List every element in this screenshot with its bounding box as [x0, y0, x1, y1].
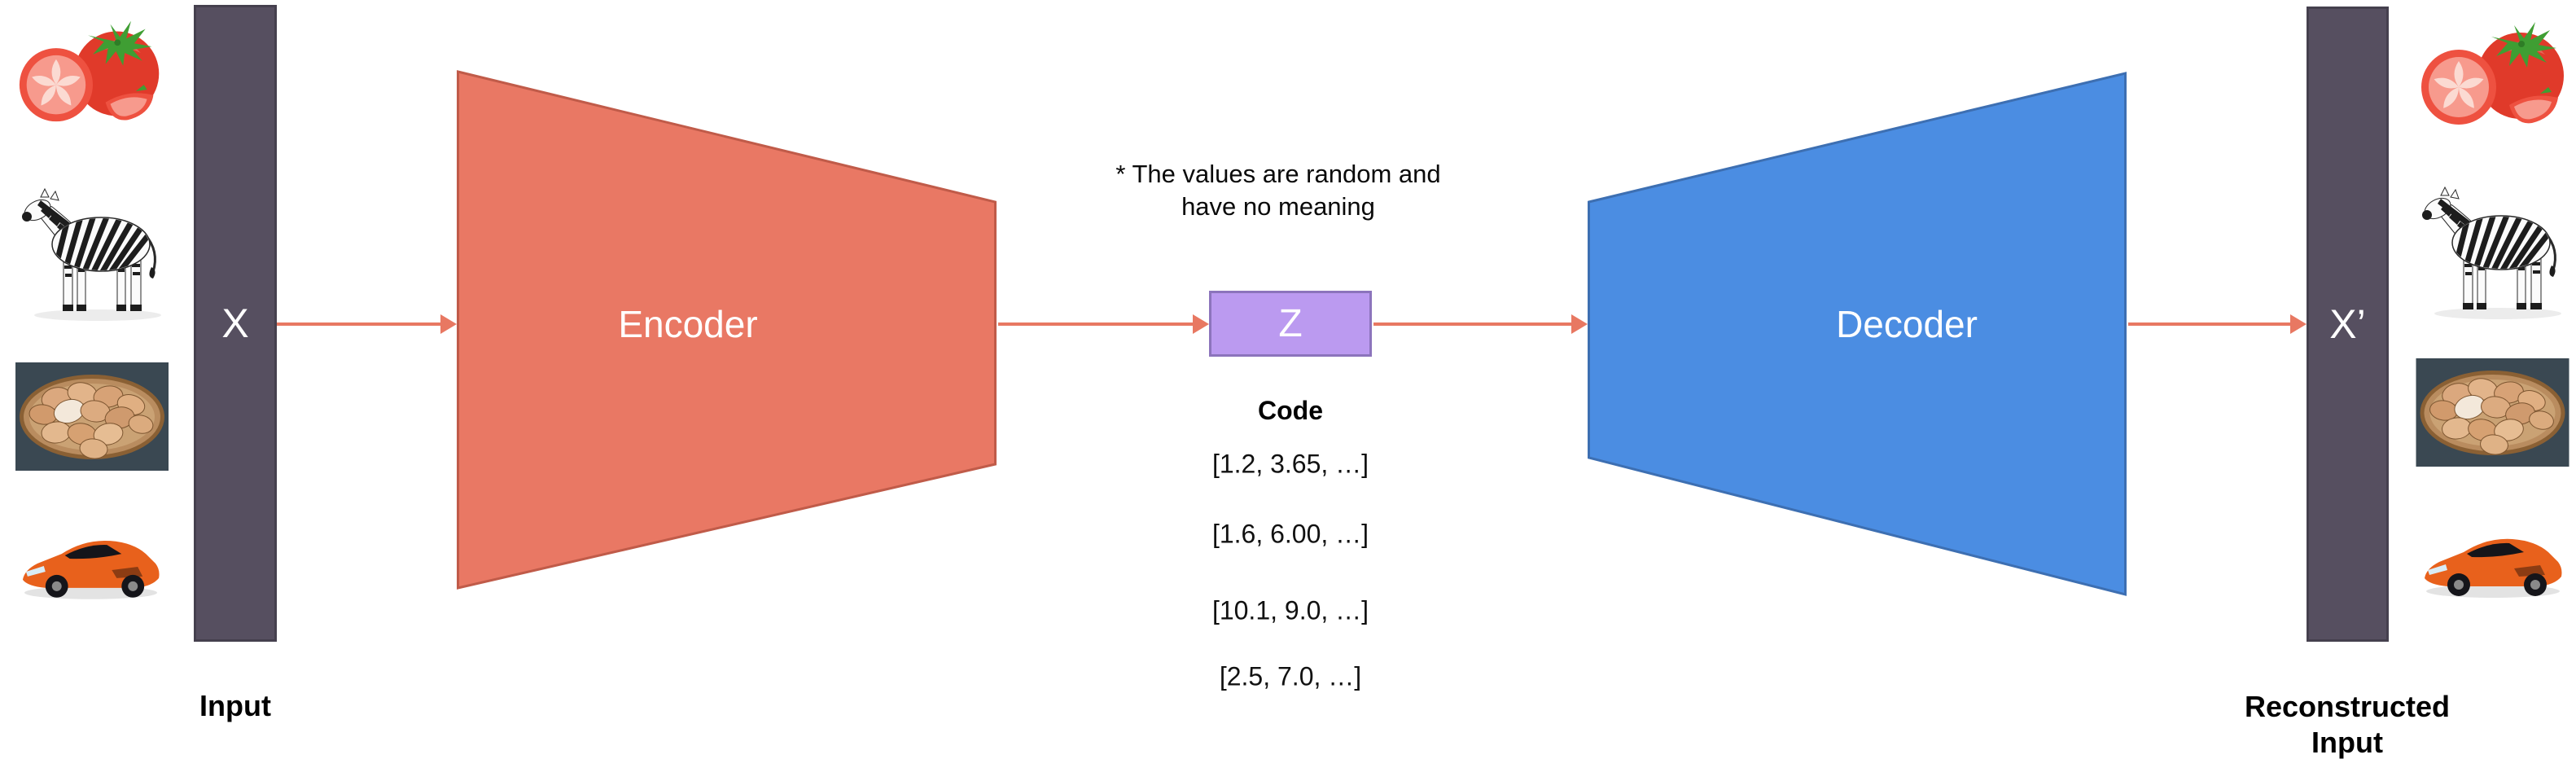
code-note: * The values are random and have no mean…	[1115, 158, 1440, 223]
input-image-zebra	[16, 187, 171, 324]
output-image-tomatoes	[2418, 14, 2573, 132]
arrow-encoder-to-code	[998, 314, 1209, 334]
input-symbol: X	[221, 301, 249, 346]
decoder-shape	[1588, 72, 2127, 596]
decoder-label: Decoder	[1836, 303, 1978, 345]
code-caption: Code	[1258, 396, 1323, 425]
input-image-eggs	[15, 362, 169, 471]
code-value-2: [1.6, 6.00, …]	[1211, 519, 1369, 549]
output-image-eggs	[2414, 358, 2571, 467]
arrow-head-icon	[440, 314, 457, 334]
encoder-shape	[457, 70, 997, 590]
code-value-4: [2.5, 7.0, …]	[1219, 661, 1362, 691]
input-image-sports-car	[15, 524, 167, 603]
arrow-shaft	[277, 322, 444, 326]
arrow-shaft	[2128, 322, 2293, 326]
code-note-line2: have no meaning	[1181, 192, 1375, 221]
code-note-line1: * The values are random and	[1115, 160, 1441, 188]
arrow-shaft	[1373, 322, 1575, 326]
output-symbol: X’	[2329, 301, 2366, 347]
input-image-tomatoes	[15, 13, 169, 129]
code-symbol: Z	[1278, 302, 1303, 345]
output-caption: Reconstructed Input	[2225, 689, 2469, 759]
output-caption-line2: Input	[2311, 726, 2383, 759]
arrow-shaft	[998, 322, 1196, 326]
output-image-zebra	[2416, 186, 2571, 322]
input-bar: X	[194, 5, 277, 642]
output-caption-line1: Reconstructed	[2244, 690, 2451, 723]
code-value-1: [1.2, 3.65, …]	[1211, 449, 1369, 479]
arrow-head-icon	[2290, 314, 2307, 334]
arrow-input-to-encoder	[277, 314, 457, 334]
code-box: Z	[1209, 291, 1372, 357]
code-value-3: [10.1, 9.0, …]	[1211, 595, 1369, 625]
output-bar: X’	[2307, 7, 2389, 642]
arrow-head-icon	[1193, 314, 1209, 334]
arrow-head-icon	[1571, 314, 1588, 334]
input-caption: Input	[199, 689, 271, 722]
arrow-code-to-decoder	[1373, 314, 1588, 334]
output-image-sports-car	[2415, 523, 2571, 601]
encoder-label: Encoder	[618, 303, 758, 345]
arrow-decoder-to-output	[2128, 314, 2307, 334]
